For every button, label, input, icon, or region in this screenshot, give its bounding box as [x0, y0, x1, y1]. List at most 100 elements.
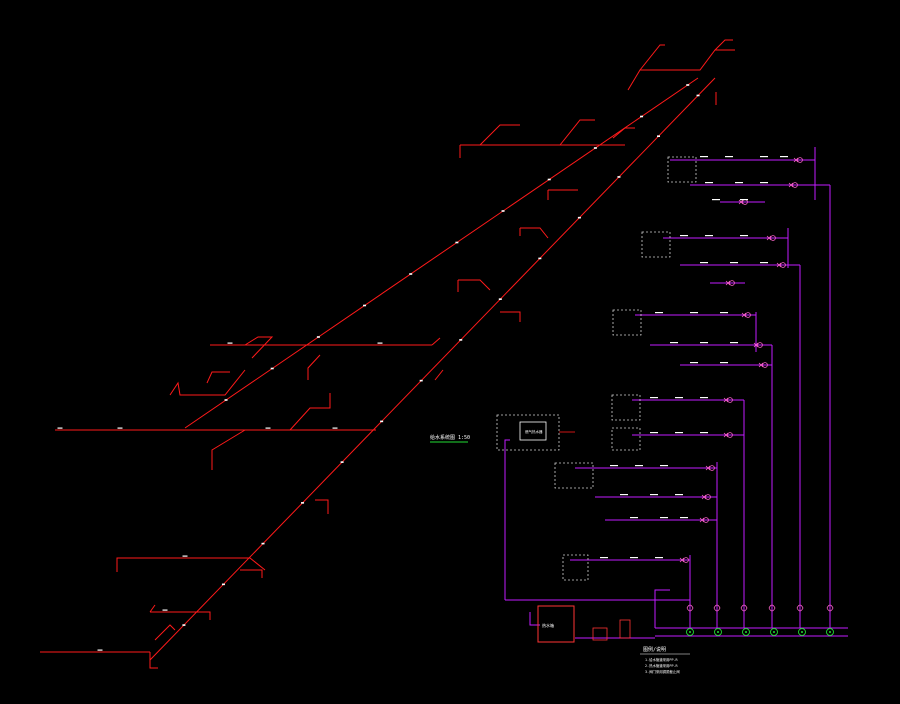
annotation-mark [670, 342, 678, 344]
annotation-mark [650, 432, 658, 434]
branch-430-a [211, 429, 246, 470]
pipe-fitting [498, 298, 502, 300]
annotation-mark [635, 465, 643, 467]
annotation-mark [650, 397, 658, 399]
pump-center [773, 631, 775, 633]
annotation-mark [740, 199, 748, 201]
annotation-mark [690, 312, 698, 314]
pipe-fitting [182, 624, 186, 626]
legend-line-1: 1.给水管道采用PP-R [645, 657, 679, 662]
annotation-mark [675, 494, 683, 496]
valve-symbols [679, 157, 834, 612]
circulation-pump-icon [798, 628, 806, 636]
main-riser-diagonal-a [149, 77, 716, 661]
check-valve-symbol [679, 557, 685, 563]
hot-water-labels [600, 156, 788, 559]
expansion-loop [796, 604, 804, 612]
annotation-mark [760, 156, 768, 158]
annotation-mark [680, 517, 688, 519]
pipe-fitting [696, 94, 700, 97]
branch-145-c [612, 127, 635, 139]
branch-570 [240, 569, 263, 578]
pipe-fitting [455, 241, 459, 244]
valve-symbol [709, 465, 715, 471]
hot-water-distribution [504, 147, 848, 639]
annotation-mark [620, 494, 628, 496]
annotation-mark [655, 557, 663, 559]
check-valve-symbol [705, 465, 711, 471]
valve-symbol [745, 312, 751, 318]
pipe-size-tag [227, 342, 233, 344]
legend-line-3: 3.阀门采用铜质截止阀 [645, 669, 680, 674]
annotation-mark [730, 262, 738, 264]
annotation-mark [690, 362, 698, 364]
check-valve-symbol [741, 312, 747, 318]
pipe-size-tag [162, 609, 168, 611]
main-riser-diagonal-b [184, 77, 699, 429]
annotation-mark [630, 517, 638, 519]
check-valve-symbol [699, 517, 705, 523]
valve-symbol [780, 262, 786, 268]
expansion-loop [686, 604, 694, 612]
valve-symbol [683, 557, 689, 563]
pipe-fitting [340, 461, 344, 463]
annotation-mark [675, 397, 683, 399]
check-valve-symbol [725, 280, 731, 286]
pump-center [689, 631, 691, 633]
valve-symbol [729, 280, 735, 286]
branch-612-stub [149, 604, 156, 613]
branch-312 [500, 311, 521, 322]
circulation-pump-icon [770, 628, 778, 636]
valve-symbol [757, 342, 763, 348]
check-valve-symbol [723, 432, 729, 438]
pipe-fitting [316, 336, 320, 338]
tank-body [537, 605, 575, 643]
pipe-fitting [577, 216, 581, 219]
pump-center [829, 631, 831, 633]
valve-symbol [792, 182, 798, 188]
pipe-fitting [380, 420, 384, 423]
branch-372 [206, 371, 230, 384]
annotation-mark [720, 362, 728, 364]
annotation-mark [680, 235, 688, 237]
tank-label: 热水箱 [542, 622, 554, 628]
pipe-fitting [501, 210, 505, 212]
annotation-mark [700, 397, 708, 399]
circulation-pump-icon [686, 628, 694, 636]
pipe-fitting [419, 379, 423, 382]
branch-395 [169, 369, 246, 396]
expansion-loop [713, 604, 721, 612]
annotation-mark [705, 235, 713, 237]
pipe-fitting [547, 178, 551, 181]
annotation-mark [740, 235, 748, 237]
legend-title: 图例/说明 [643, 646, 666, 653]
valve-symbol [797, 157, 803, 163]
expansion-loop [740, 604, 748, 612]
pipe-fitting [686, 84, 690, 86]
valve-symbol [727, 432, 733, 438]
circulation-pump-icon [742, 628, 750, 636]
valve-symbol [703, 517, 709, 523]
annotation-mark [700, 342, 708, 344]
pipe-fitting [221, 583, 225, 586]
branch-430-b [289, 393, 331, 431]
feed-line-vertical [504, 439, 510, 600]
hot-water-tank: 热水箱 [537, 605, 631, 643]
check-valve-symbol [758, 362, 764, 368]
pipe-fitting [459, 339, 463, 341]
pump-center [801, 631, 803, 633]
water-heater-dashed-box [612, 309, 642, 336]
water-heater-dashed-box [667, 156, 697, 183]
circulation-pumps [686, 628, 834, 636]
pipe-size-tag [117, 427, 123, 429]
pipe-size-tag [97, 649, 103, 651]
pipe-fitting [409, 273, 413, 275]
legend-line-2: 2.热水管道采用PP-R [645, 663, 679, 668]
system-caption: 给水系统图 1:50 [430, 434, 470, 441]
legend: 图例/说明 1.给水管道采用PP-R 2.热水管道采用PP-R 3.阀门采用铜质… [640, 646, 690, 674]
annotation-mark [780, 156, 788, 158]
water-heater-dashed-box [611, 394, 641, 421]
branch-280 [458, 279, 491, 291]
